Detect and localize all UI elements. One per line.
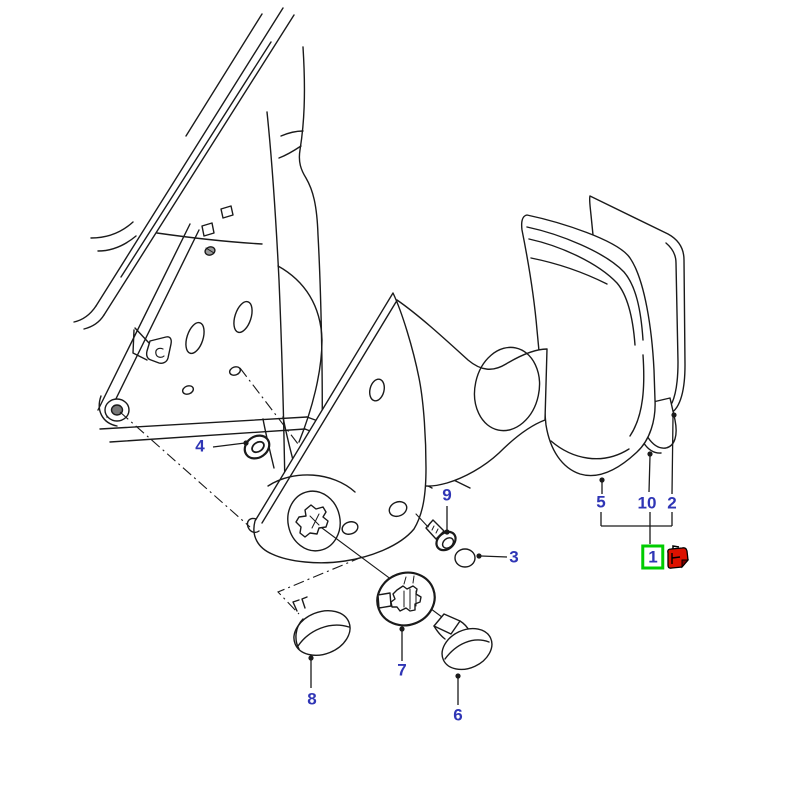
callout-1-selected[interactable]: 1: [641, 544, 665, 570]
lamp-lens-part-8: [292, 596, 351, 656]
small-bolt-on-panel: [204, 246, 216, 256]
mirror-mounting-bracket: [246, 292, 427, 564]
lens-centerline: [277, 556, 363, 615]
bulb-holder-part-7: [376, 571, 436, 627]
callout-4[interactable]: 4: [195, 436, 205, 456]
clip-slot: [132, 327, 172, 364]
callout-leader-lines: [212, 412, 677, 705]
callout-8[interactable]: 8: [307, 689, 317, 709]
clip-part-3: [454, 548, 476, 568]
lamp-lens-part-6: [433, 613, 493, 671]
callout-9[interactable]: 9: [442, 485, 452, 505]
mirror-housing-part-5: [520, 214, 656, 477]
callout-5[interactable]: 5: [596, 492, 606, 512]
callout-2[interactable]: 2: [667, 493, 677, 513]
callout-3[interactable]: 3: [509, 547, 519, 567]
callout-7[interactable]: 7: [397, 660, 407, 680]
bolt-part-9: [415, 513, 457, 552]
callout-6[interactable]: 6: [453, 705, 463, 725]
red-part-note-icon[interactable]: [665, 545, 691, 573]
grommet-part-4: [243, 434, 271, 460]
door-grommet-hole: [98, 395, 130, 427]
callout-10[interactable]: 10: [637, 493, 657, 513]
